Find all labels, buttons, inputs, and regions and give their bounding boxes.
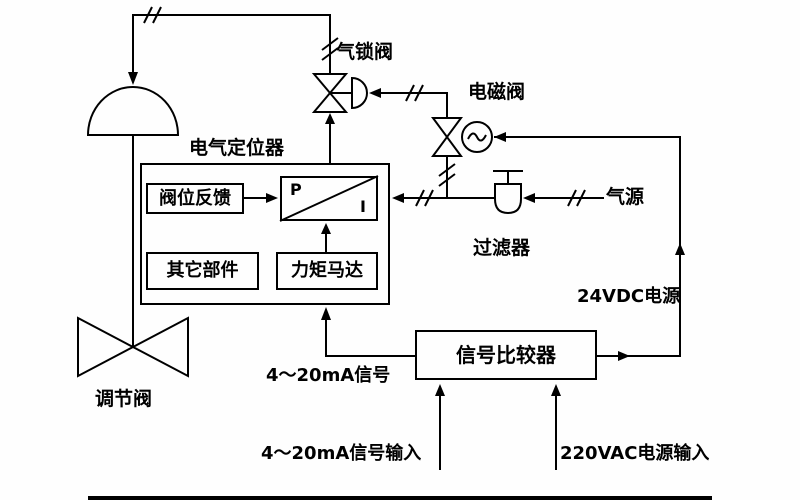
air-lock-valve-symbol bbox=[311, 73, 368, 113]
arrow-left-to-filter bbox=[523, 193, 535, 203]
signal-comparator-label: 信号比较器 bbox=[456, 343, 556, 367]
solenoid-valve-label: 电磁阀 bbox=[468, 81, 526, 103]
arrow-up-to-torque-motor bbox=[321, 307, 331, 320]
pi-converter-box: P I bbox=[280, 176, 378, 221]
valve-position-feedback-box: 阀位反馈 bbox=[146, 183, 244, 214]
pi-converter-p-label: P bbox=[290, 180, 302, 199]
pi-converter-i-label: I bbox=[360, 197, 366, 216]
filter-symbol bbox=[493, 170, 523, 215]
signal-line-comparator-to-positioner bbox=[325, 320, 415, 357]
arrow-left-to-pi-box bbox=[392, 193, 404, 203]
arrow-up-24vdc bbox=[675, 243, 685, 255]
diagram-lines bbox=[132, 14, 681, 470]
arrow-up-to-pi bbox=[321, 223, 331, 234]
pi-converter-diagonal bbox=[279, 175, 379, 222]
break-top-feed bbox=[143, 6, 162, 24]
arrow-right-feedback bbox=[266, 193, 278, 203]
other-parts-box: 其它部件 bbox=[146, 252, 259, 290]
positioner-label: 电气定位器 bbox=[189, 137, 285, 159]
airlock-top-triangle bbox=[311, 73, 349, 95]
control-valve-label: 调节阀 bbox=[95, 388, 153, 410]
dc24-power-label: 24VDC电源 bbox=[577, 286, 681, 307]
pneumatic-line-top-feed bbox=[132, 14, 331, 73]
arrow-right-comparator-out bbox=[618, 351, 630, 361]
airlock-bottom-triangle bbox=[311, 91, 349, 113]
arrow-down-to-actuator bbox=[128, 72, 138, 85]
arrow-left-to-airlock-actuator bbox=[369, 88, 381, 98]
signal-comparator-box: 信号比较器 bbox=[415, 330, 597, 380]
control-valve-symbol bbox=[77, 316, 189, 378]
solenoid-top-triangle bbox=[431, 117, 463, 139]
filter-cup bbox=[494, 183, 522, 215]
filter-label: 过滤器 bbox=[473, 237, 531, 259]
pneumatic-break-marks bbox=[143, 6, 586, 207]
break-airsource bbox=[567, 189, 586, 207]
signal-4-20ma-input-label: 4～20mA信号输入 bbox=[261, 443, 422, 464]
air-lock-valve-label: 气锁阀 bbox=[336, 41, 394, 63]
ac220-power-input-label: 220VAC电源输入 bbox=[560, 443, 710, 464]
diaphragm-actuator-symbol bbox=[86, 86, 180, 136]
positioner-outline-box bbox=[140, 163, 390, 305]
pneumatic-line-solenoid-to-airlock bbox=[381, 92, 448, 118]
arrowheads bbox=[128, 72, 685, 396]
arrow-left-to-solenoid bbox=[494, 132, 506, 142]
control-valve-left-triangle bbox=[77, 316, 136, 378]
arrow-up-to-airlock bbox=[325, 113, 335, 124]
control-valve-right-triangle bbox=[130, 316, 189, 378]
airlock-actuator-dome bbox=[351, 76, 368, 110]
torque-motor-label: 力矩马达 bbox=[291, 260, 363, 281]
air-source-label: 气源 bbox=[606, 186, 645, 208]
break-airlock-drop bbox=[321, 37, 339, 61]
arrow-up-420ma-input bbox=[435, 384, 445, 396]
bottom-edge-artifact bbox=[88, 496, 712, 500]
torque-motor-box: 力矩马达 bbox=[276, 252, 378, 290]
valve-position-feedback-label: 阀位反馈 bbox=[159, 187, 231, 209]
break-filter-positioner bbox=[415, 189, 434, 207]
solenoid-bottom-triangle bbox=[431, 135, 463, 157]
break-solenoid-drop bbox=[438, 163, 456, 187]
solenoid-wave-icon bbox=[467, 132, 487, 142]
signal-4-20ma-label: 4～20mA信号 bbox=[266, 365, 391, 386]
arrow-up-220vac-input bbox=[551, 384, 561, 396]
break-solenoid-airlock bbox=[405, 84, 424, 102]
solenoid-valve-symbol bbox=[431, 117, 493, 157]
other-parts-label: 其它部件 bbox=[166, 260, 239, 281]
